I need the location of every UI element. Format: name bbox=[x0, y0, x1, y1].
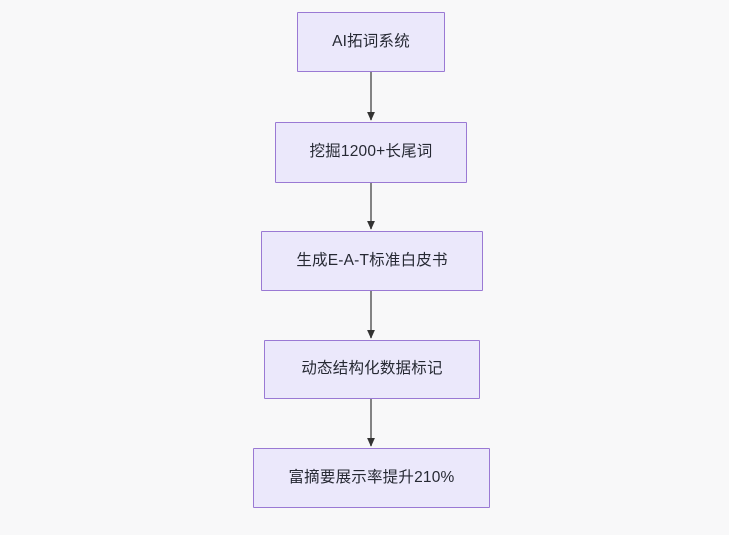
flow-node-ai-keyword-system[interactable]: AI拓词系统 bbox=[297, 12, 445, 72]
flow-node-label: 动态结构化数据标记 bbox=[301, 360, 443, 378]
flow-node-label: 挖掘1200+长尾词 bbox=[309, 143, 433, 161]
flow-node-label: 生成E-A-T标准白皮书 bbox=[296, 251, 448, 269]
flow-node-dynamic-structured-data-markup[interactable]: 动态结构化数据标记 bbox=[264, 340, 480, 399]
flow-node-label: 富摘要展示率提升210% bbox=[288, 468, 455, 486]
flow-node-rich-snippet-impression-lift[interactable]: 富摘要展示率提升210% bbox=[253, 448, 490, 508]
flow-node-generate-eat-whitepaper[interactable]: 生成E-A-T标准白皮书 bbox=[261, 231, 483, 291]
flow-node-label: AI拓词系统 bbox=[332, 32, 410, 50]
flow-node-mine-longtail-keywords[interactable]: 挖掘1200+长尾词 bbox=[275, 122, 467, 183]
